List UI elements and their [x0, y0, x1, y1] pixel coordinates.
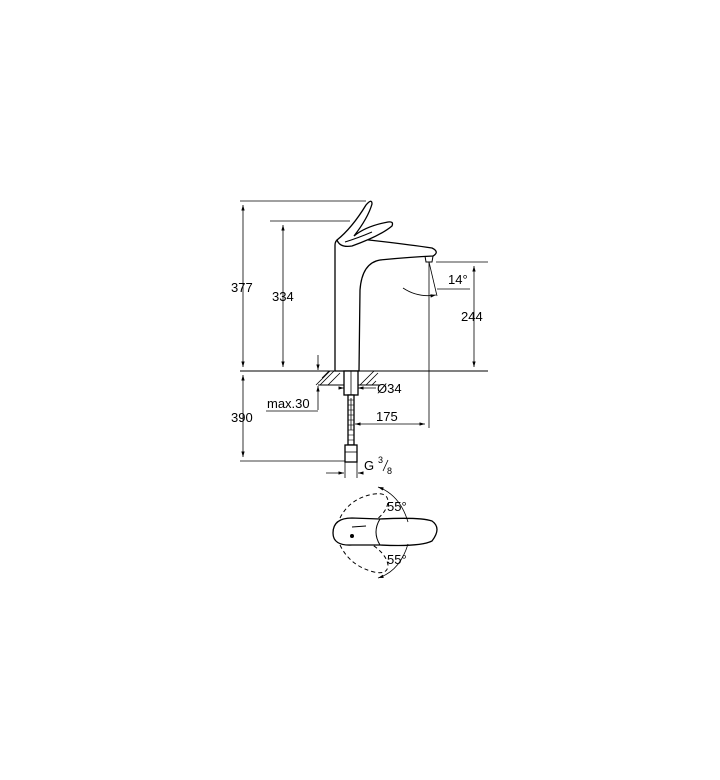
outlet-height-label: 244	[461, 309, 483, 324]
spout-height-label: 334	[272, 289, 294, 304]
faucet-body	[334, 200, 437, 372]
below-deck-label: 390	[231, 410, 253, 425]
rotation-lower-label: 55°	[387, 552, 407, 567]
dimension-max-deck: max.30	[266, 355, 320, 412]
dimension-outlet-angle: 14°	[402, 261, 470, 428]
connection-prefix-label: G	[364, 458, 374, 473]
connection-denominator: 8	[387, 466, 392, 476]
connection-numerator: 3	[378, 455, 383, 465]
dimension-hole-diameter: Ø34	[338, 381, 402, 396]
top-view-rotation: 55° 55°	[332, 486, 438, 579]
projection-label: 175	[376, 409, 398, 424]
dimension-outlet-height: 244	[436, 261, 488, 367]
deck-surface	[240, 370, 488, 386]
hole-diameter-label: Ø34	[377, 381, 402, 396]
dimension-projection: 175	[350, 398, 425, 430]
dimension-connection-thread: G 3 8	[326, 455, 392, 478]
outlet-angle-label: 14°	[448, 272, 468, 287]
dimension-total-height: 377	[231, 200, 366, 367]
rotation-upper-label: 55°	[387, 499, 407, 514]
dimension-below-deck: 390	[231, 375, 345, 462]
max-deck-label: max.30	[267, 396, 310, 411]
total-height-label: 377	[231, 280, 253, 295]
dimension-spout-height: 334	[270, 220, 350, 367]
